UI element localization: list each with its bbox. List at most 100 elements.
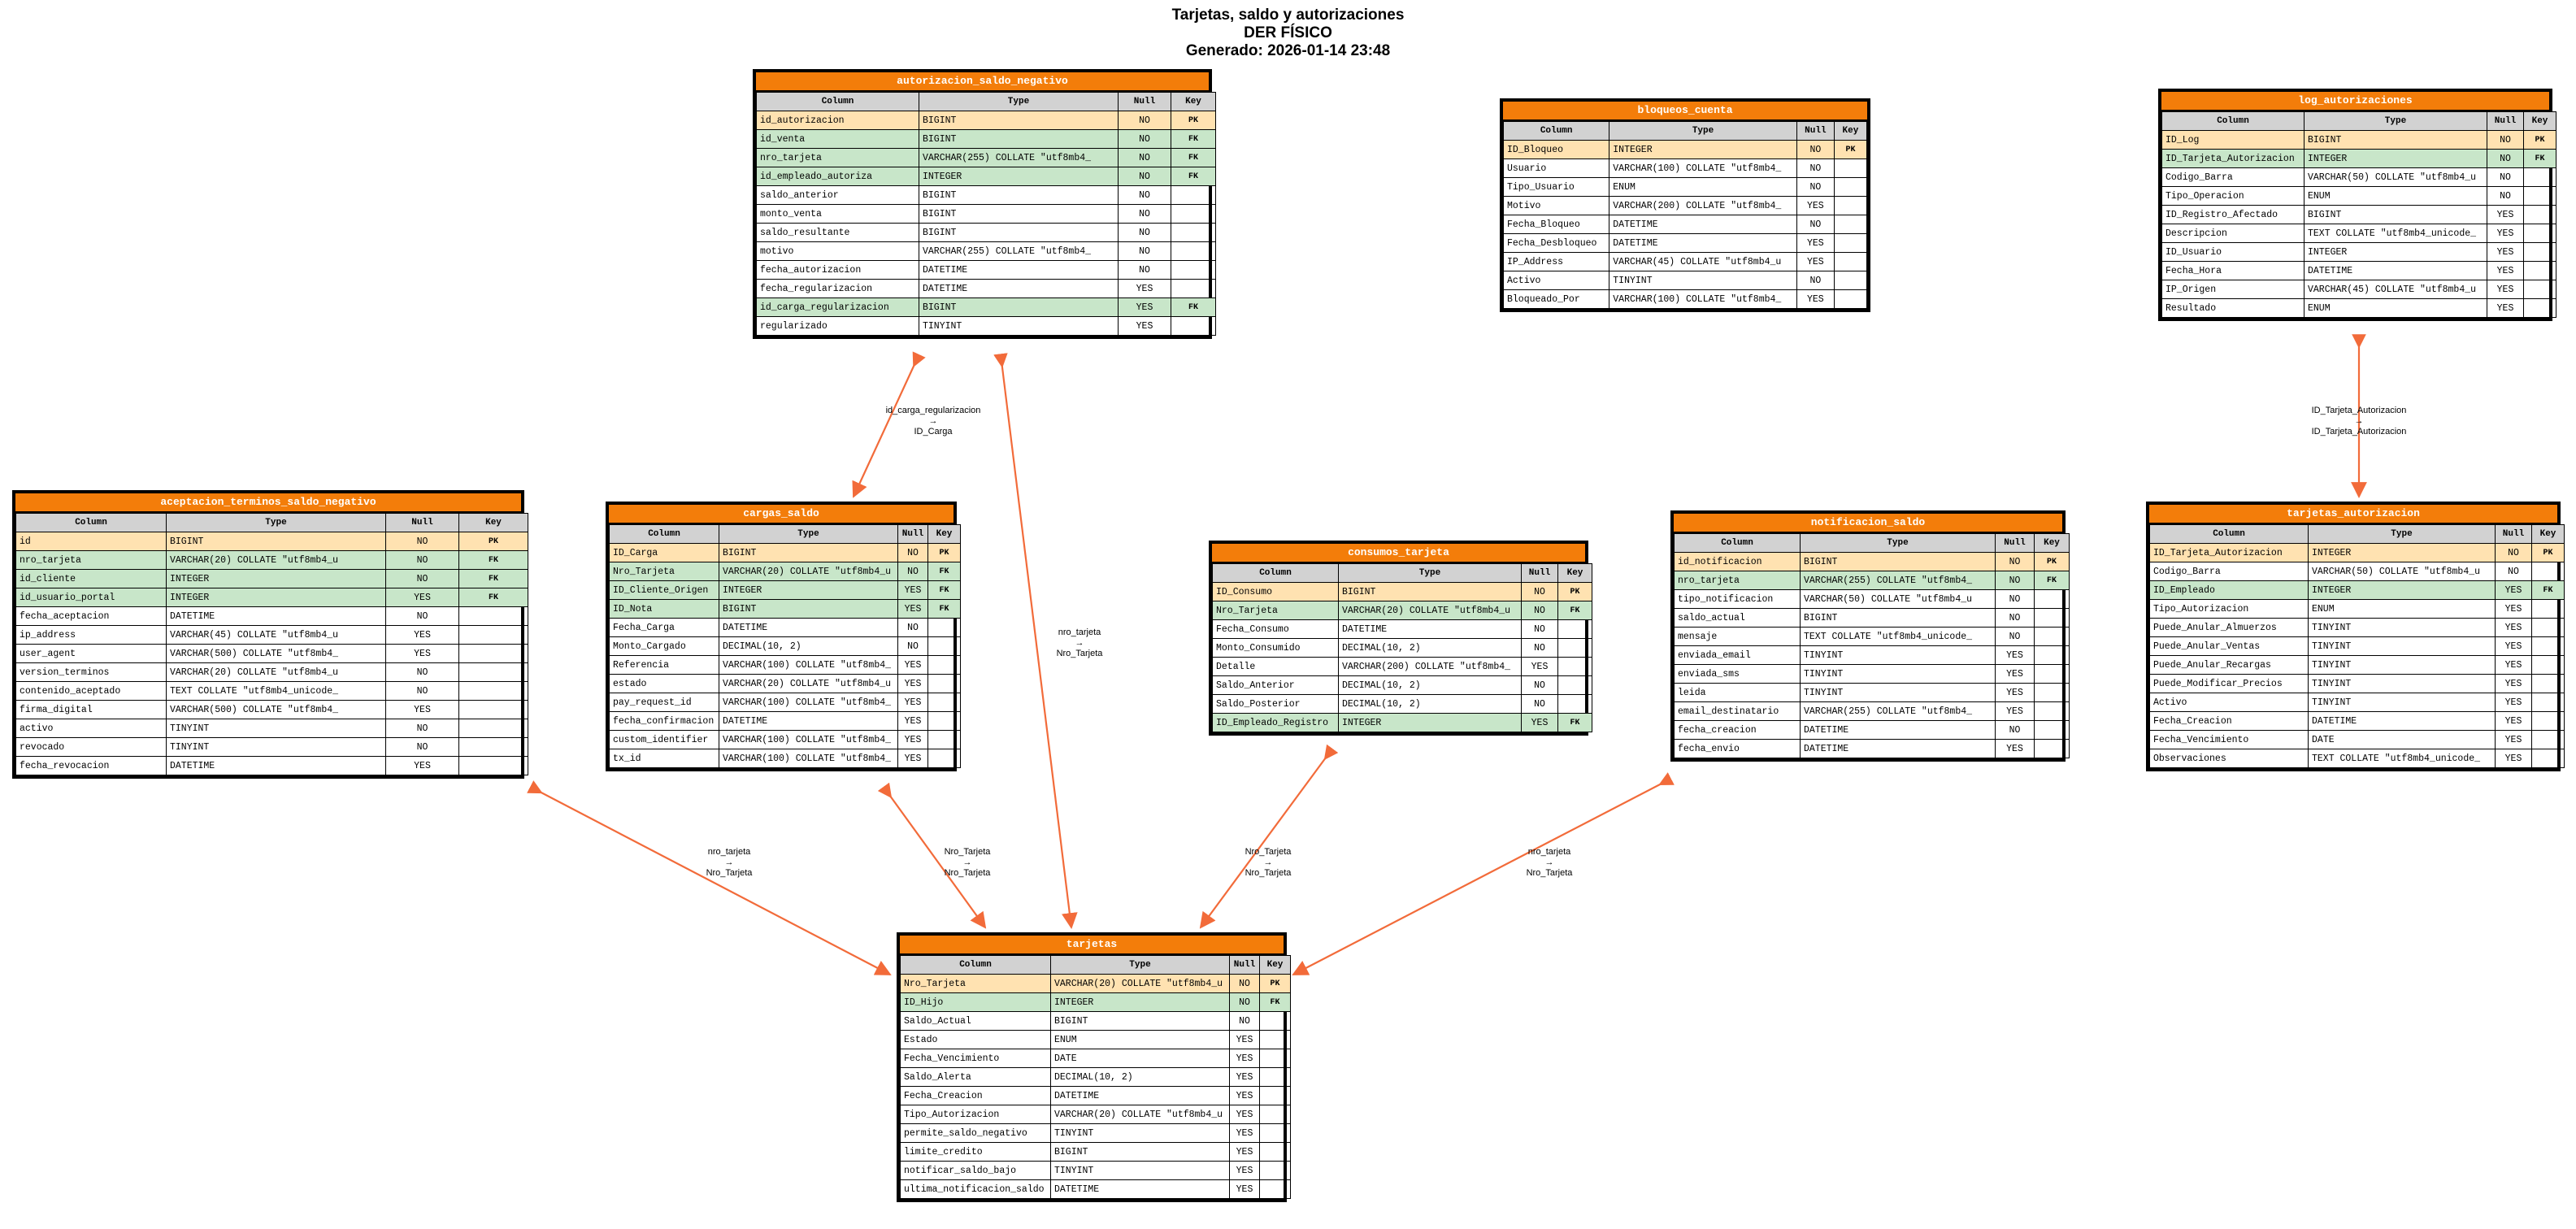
cell-null: NO [385, 681, 459, 701]
cell-null: YES [2495, 749, 2532, 768]
header-key: Key [2523, 111, 2556, 131]
cell-key [1259, 1030, 1291, 1049]
cell-type: VARCHAR(20) COLLATE "utf8mb4_u [719, 674, 898, 693]
cell-null: NO [1118, 148, 1171, 167]
cell-null: YES [1229, 1123, 1260, 1143]
cell-key: FK [458, 569, 528, 588]
cell-column: ID_Tarjeta_Autorizacion [2149, 543, 2309, 562]
cell-key [927, 655, 961, 675]
cell-type: BIGINT [1050, 1142, 1230, 1162]
relationship-label-line: Nro_Tarjeta [706, 868, 754, 878]
cell-column: Nro_Tarjeta [609, 562, 719, 581]
cell-column: ID_Nota [609, 599, 719, 619]
cell-type: TINYINT [1050, 1161, 1230, 1180]
cell-column: Saldo_Actual [900, 1011, 1051, 1031]
cell-column: regularizado [756, 316, 919, 336]
cell-key: FK [1171, 148, 1216, 167]
cell-column: Monto_Consumido [1212, 638, 1339, 658]
cell-null: YES [2495, 693, 2532, 712]
cell-key [1259, 1105, 1291, 1124]
cell-key [1259, 1011, 1291, 1031]
cell-key: PK [1833, 140, 1868, 159]
header-null: Null [1118, 92, 1171, 111]
table-name: tarjetas [900, 936, 1284, 955]
cell-column: ID_Carga [609, 543, 719, 562]
cell-key [1259, 1179, 1291, 1199]
cell-key [1557, 619, 1592, 639]
cell-null: YES [385, 625, 459, 645]
cell-key [1259, 1142, 1291, 1162]
cell-key [1833, 233, 1868, 253]
cell-type: BIGINT [919, 297, 1119, 317]
cell-type: VARCHAR(50) COLLATE "utf8mb4_u [2308, 562, 2496, 581]
cell-key [2523, 261, 2556, 280]
relationship-label-line: Nro_Tarjeta [1245, 847, 1292, 857]
relationship-label-line: ID_Tarjeta_Autorizacion [2312, 427, 2407, 436]
relationship-label-line: nro_tarjeta [1528, 847, 1571, 857]
header-column: Column [2161, 111, 2304, 131]
cell-column: id_autorizacion [756, 111, 919, 130]
cell-column: ID_Tarjeta_Autorizacion [2161, 149, 2304, 168]
relationship-label-line: nro_tarjeta [1058, 628, 1101, 637]
diagram-title-block: Tarjetas, saldo y autorizaciones DER FÍS… [0, 7, 2576, 60]
cell-type: DATE [1050, 1049, 1230, 1068]
cell-type: VARCHAR(255) COLLATE "utf8mb4_ [919, 241, 1119, 261]
cell-column: Observaciones [2149, 749, 2309, 768]
cell-type: VARCHAR(20) COLLATE "utf8mb4_u [719, 562, 898, 581]
relationship-label-line: → [963, 858, 972, 867]
cell-null: YES [2495, 655, 2532, 675]
cell-null: NO [2487, 186, 2524, 206]
diagram-title: Tarjetas, saldo y autorizaciones [1171, 7, 1405, 24]
cell-null: YES [1229, 1142, 1260, 1162]
relationship-label: ID_Tarjeta_Autorizacion→ID_Tarjeta_Autor… [2312, 406, 2407, 436]
cell-null: NO [897, 618, 928, 637]
cell-type: TINYINT [2308, 636, 2496, 656]
cell-null: NO [1118, 260, 1171, 280]
cell-null: YES [385, 756, 459, 775]
cell-type: VARCHAR(255) COLLATE "utf8mb4_ [1800, 701, 1996, 721]
cell-null: YES [897, 730, 928, 749]
cell-key [1171, 241, 1216, 261]
cell-key: FK [458, 588, 528, 607]
cell-key [927, 636, 961, 656]
cell-type: DATETIME [919, 260, 1119, 280]
header-type: Type [2308, 524, 2496, 544]
cell-type: BIGINT [166, 532, 386, 551]
relationship-label: id_carga_regularizacion→ID_Carga [886, 406, 981, 436]
cell-key [2531, 693, 2565, 712]
cell-null: NO [1796, 177, 1835, 197]
cell-column: version_terminos [15, 662, 167, 682]
cell-null: NO [2487, 130, 2524, 150]
relationship-label: nro_tarjeta→Nro_Tarjeta [1527, 847, 1574, 878]
cell-null: NO [385, 532, 459, 551]
cell-null: YES [1521, 713, 1558, 732]
cell-type: VARCHAR(100) COLLATE "utf8mb4_ [719, 693, 898, 712]
cell-null: YES [1796, 289, 1835, 309]
cell-key [1171, 223, 1216, 242]
relationship-label-line: nro_tarjeta [708, 847, 751, 857]
cell-key [2523, 280, 2556, 299]
